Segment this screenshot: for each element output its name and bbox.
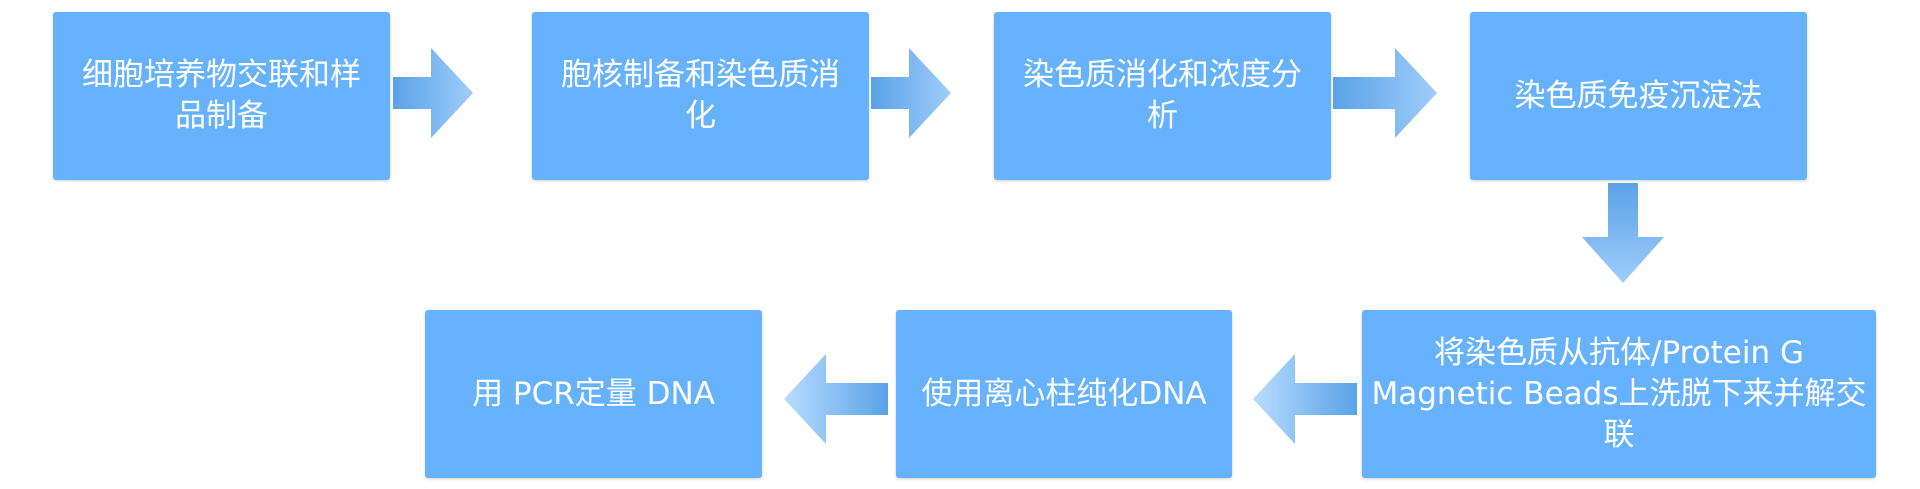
step-3-digestion-concentration: 染色质消化和浓度分析	[994, 12, 1331, 180]
arrow-left-icon	[1253, 354, 1357, 444]
arrow-left-icon	[784, 354, 888, 444]
step-5-elution-reverse-crosslink: 将染色质从抗体/Protein G Magnetic Beads上洗脱下来并解交…	[1362, 310, 1876, 478]
step-1-label: 细胞培养物交联和样品制备	[82, 57, 361, 134]
arrow-right-icon	[871, 48, 951, 138]
step-2-label: 胞核制备和染色质消化	[561, 57, 840, 134]
step-7-label: 用 PCR定量 DNA	[472, 375, 715, 412]
step-4-chromatin-ip: 染色质免疫沉淀法	[1470, 12, 1807, 180]
step-4-label: 染色质免疫沉淀法	[1514, 77, 1763, 114]
step-5-label: 将染色质从抗体/Protein G Magnetic Beads上洗脱下来并解交…	[1371, 334, 1867, 453]
step-6-label: 使用离心柱纯化DNA	[921, 375, 1207, 412]
step-2-nuclei-prep-digestion: 胞核制备和染色质消化	[532, 12, 869, 180]
step-6-spin-column-purify: 使用离心柱纯化DNA	[896, 310, 1232, 478]
arrow-right-icon	[393, 48, 473, 138]
step-1-crosslink-sample-prep: 细胞培养物交联和样品制备	[53, 12, 390, 180]
step-7-pcr-quantify: 用 PCR定量 DNA	[425, 310, 762, 478]
arrow-down-icon	[1582, 183, 1664, 283]
step-3-label: 染色质消化和浓度分析	[1023, 57, 1302, 134]
arrow-right-icon	[1333, 48, 1437, 138]
